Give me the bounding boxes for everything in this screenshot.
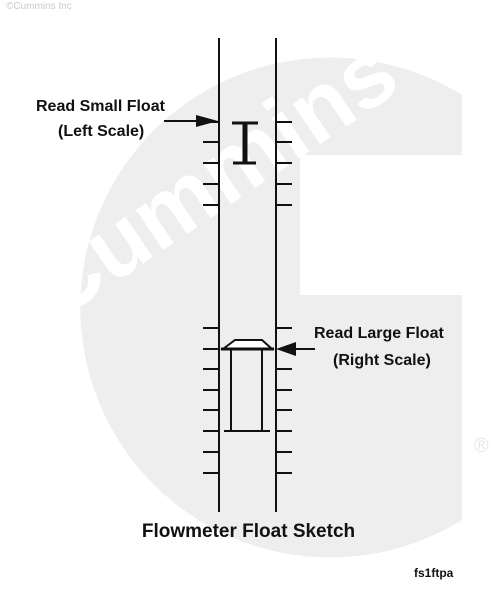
small-float [232,121,258,165]
large-float [220,339,275,432]
small-float-label-line2: (Left Scale) [58,123,145,140]
large-float-arrow [276,342,315,356]
large-float-label-line2: (Right Scale) [333,352,431,369]
copyright-notice: ©Cummins Inc [6,1,72,12]
large-float-label-line1: Read Large Float [314,325,444,342]
watermark-registered-mark: ® [474,435,489,457]
left-scale-lower [203,327,219,474]
figure-id: fs1ftpa [414,566,454,580]
small-float-arrow [164,115,218,127]
small-float-arrow-head [196,115,218,127]
small-float-label-line1: Read Small Float [36,98,165,115]
large-float-arrow-head [276,342,296,356]
figure-caption: Flowmeter Float Sketch [141,521,356,542]
right-scale-lower [276,327,292,474]
right-scale-upper [276,121,292,206]
watermark-c-shape [80,57,462,558]
